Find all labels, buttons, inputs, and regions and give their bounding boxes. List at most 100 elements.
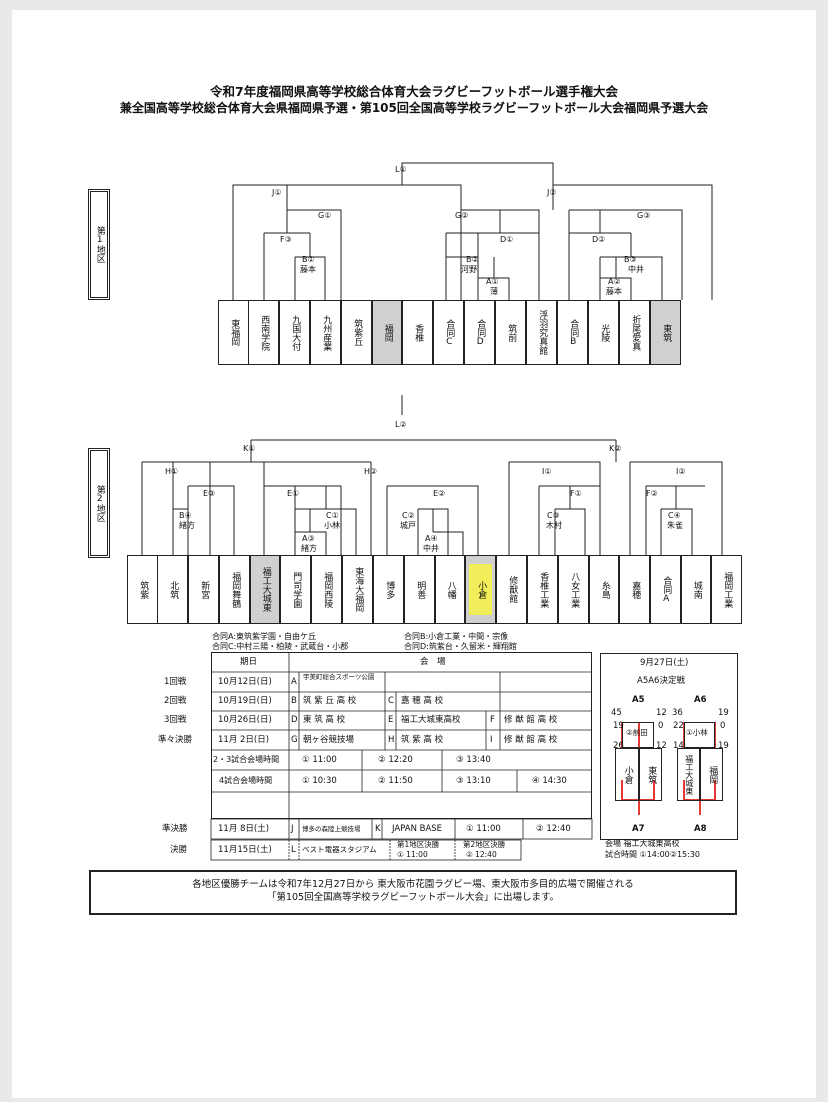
code-E: E <box>388 715 394 725</box>
score-r4: 19 <box>718 708 729 718</box>
final-d2t: ② 12:40 <box>466 850 497 859</box>
times3-label: 2・3試合会場時間 <box>213 755 280 764</box>
date-3: 10月26日(日) <box>218 715 272 725</box>
score-r6: 19 <box>718 741 729 751</box>
team-cell: 東海大福岡 <box>342 555 373 624</box>
semi-t1: ① 11:00 <box>466 824 501 834</box>
a5a6-title: A5A6決定戦 <box>637 676 685 686</box>
times4-2: ② 11:50 <box>378 776 413 786</box>
final-d1t: ① 11:00 <box>397 850 428 859</box>
times3-2: ② 12:20 <box>378 755 413 765</box>
code-C: C <box>388 696 394 706</box>
team-cell: 福岡 <box>372 300 402 365</box>
date-4: 11月 2日(日) <box>218 735 270 745</box>
team-cell: 福岡工業 <box>711 555 742 624</box>
final-d2: 第2地区決勝 <box>463 840 506 849</box>
team-cell: 東筑 <box>650 300 681 365</box>
ref-C2: 城戸 <box>400 521 416 530</box>
ref-A4: 中井 <box>423 544 439 553</box>
a8-label: A8 <box>694 824 707 834</box>
match-label-F2: F② <box>646 489 658 498</box>
team-cell: 小倉 <box>465 555 496 624</box>
score-r5: 0 <box>720 721 726 731</box>
team-cell: 光陵 <box>588 300 619 365</box>
a5a6-team-kokura: 小倉 <box>615 748 639 801</box>
sched-head-venue: 会 場 <box>420 657 446 667</box>
code-A: A <box>291 677 297 687</box>
venue-F: 修 猷 館 高 校 <box>504 715 558 725</box>
score-l6: 12 <box>656 741 667 751</box>
a5a6-panel <box>600 653 738 840</box>
ref-A1: 薄 <box>490 287 498 296</box>
ref-A2: 藤本 <box>606 287 622 296</box>
match-label-D1: D① <box>500 235 514 244</box>
a5a6-time: 試合時間 ①14:00②15:30 <box>605 850 700 859</box>
footer-line1: 各地区優勝チームは令和7年12月27日から 東大阪市花園ラグビー場、東大阪市多目… <box>192 879 634 890</box>
team-cell: 合同B <box>557 300 588 365</box>
score-r3: 14 <box>673 741 684 751</box>
match-label-C4: C④ <box>668 511 681 520</box>
match-label-L2: L② <box>395 420 407 429</box>
team-cell: 福岡西陵 <box>311 555 342 624</box>
semi-venue1: 博多の森陸上競技場 <box>302 825 361 833</box>
score-l5: 0 <box>658 721 664 731</box>
ref-C1: 小林 <box>324 521 340 530</box>
match-label-G2: G② <box>455 211 469 220</box>
match-label-E1: E① <box>287 489 300 498</box>
score-l2: 19 <box>613 721 624 731</box>
team-cell: 明善 <box>404 555 435 624</box>
round-qf: 準々決勝 <box>158 735 193 745</box>
district2-team-row: 筑紫北筑新宮福岡舞鶴福工大城東門司学園福岡西陵東海大福岡博多明善八幡小倉修猷館香… <box>127 555 742 624</box>
a6-label: A6 <box>694 695 707 705</box>
a5-match-box <box>622 722 654 748</box>
a5a6-date: 9月27日(土) <box>640 658 689 668</box>
score-l4: 12 <box>656 708 667 718</box>
semi-t2: ② 12:40 <box>536 824 571 834</box>
match-label-A1: A① <box>486 277 499 286</box>
semi-code2: K <box>375 824 381 834</box>
note-gB: 合同B:小倉工業・中間・宗像 <box>404 632 509 641</box>
a6-ref: ①小林 <box>686 728 708 737</box>
venue-G: 朝ヶ谷競技場 <box>303 735 355 745</box>
match-label-A2: A② <box>608 277 621 286</box>
match-label-A4: A④ <box>425 534 438 543</box>
venue-H: 筑 紫 高 校 <box>401 735 444 745</box>
ref-C4: 朱雀 <box>667 521 683 530</box>
title-line1: 令和7年度福岡県高等学校総合体育大会ラグビーフットボール選手権大会 <box>210 84 618 99</box>
team-cell: 合同D <box>464 300 495 365</box>
ref-B2: 河野 <box>461 265 477 274</box>
a5a6-team-fukuoka: 福岡 <box>700 748 723 801</box>
district2-label: 第2地区 <box>88 448 110 558</box>
team-cell: 合同C <box>433 300 464 365</box>
team-cell: 西南学院 <box>248 300 279 365</box>
score-r2: 22 <box>673 721 684 731</box>
code-F: F <box>490 715 495 725</box>
match-label-E3: E③ <box>203 489 216 498</box>
team-cell: 福岡舞鶴 <box>219 555 250 624</box>
ref-B3: 中井 <box>628 265 644 274</box>
ref-A3: 緒方 <box>301 544 317 553</box>
team-cell: 博多 <box>373 555 404 624</box>
team-cell: 北筑 <box>157 555 188 624</box>
team-cell: 八幡 <box>435 555 465 624</box>
venue-A: 宇美町総合スポーツ公園 <box>303 673 375 681</box>
times3-3: ③ 13:40 <box>456 755 491 765</box>
round-3: 3回戦 <box>164 715 187 725</box>
a5a6-team-fukkodai: 福工大城東 <box>677 748 700 801</box>
district1-label: 第1地区 <box>88 189 110 300</box>
venue-D: 東 筑 高 校 <box>303 715 346 725</box>
code-I: I <box>490 735 493 745</box>
score-l1: 45 <box>611 708 622 718</box>
team-cell: 門司学園 <box>280 555 311 624</box>
match-label-B4: B④ <box>179 511 192 520</box>
times4-3: ③ 13:10 <box>456 776 491 786</box>
team-cell: 香椎工業 <box>527 555 558 624</box>
date-1: 10月12日(日) <box>218 677 272 687</box>
score-l3: 26 <box>613 741 624 751</box>
score-r1: 36 <box>672 708 683 718</box>
team-cell: 城南 <box>681 555 711 624</box>
team-cell: 筑前 <box>495 300 526 365</box>
match-label-F3: F③ <box>280 235 292 244</box>
match-label-I1: I① <box>542 467 552 476</box>
